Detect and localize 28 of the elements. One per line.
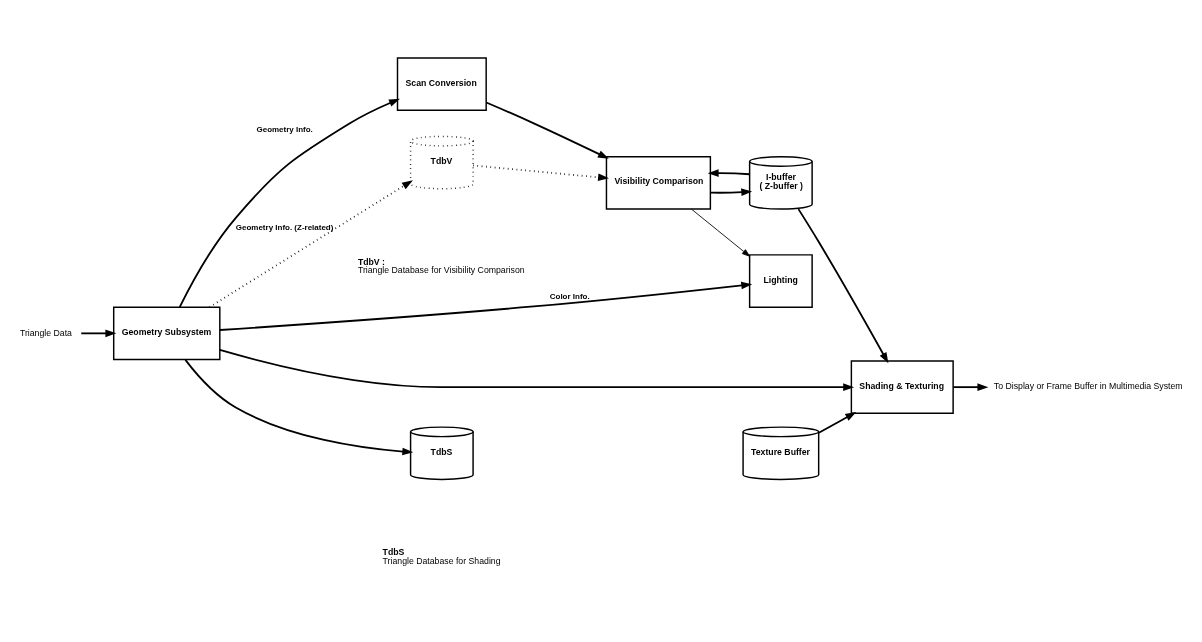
arrow xyxy=(952,383,989,391)
arrow xyxy=(184,358,414,456)
arrow xyxy=(691,208,750,257)
node-text: To Display or Frame Buffer in Multimedia System xyxy=(993,381,1183,392)
node-box: Visibility Comparison xyxy=(605,156,712,210)
arrow xyxy=(218,349,855,391)
edge-label: Geometry Info. xyxy=(256,124,313,134)
arrow xyxy=(797,208,889,364)
arrow xyxy=(208,180,413,308)
edge-label: Geometry Info. (Z-related) xyxy=(235,223,334,233)
node-label: TdbS xyxy=(382,547,405,558)
node-box: Scan Conversion xyxy=(396,57,487,111)
edge-label: Color Info. xyxy=(549,292,590,302)
node-box: Geometry Subsystem xyxy=(112,306,221,361)
arrow xyxy=(80,329,117,338)
arrow xyxy=(707,169,751,177)
arrow xyxy=(472,164,609,182)
node-box: Lighting xyxy=(748,254,813,308)
arrow xyxy=(178,98,400,309)
node-label: Triangle Database for Shading xyxy=(382,556,501,567)
arrow xyxy=(709,188,753,196)
node-label: TdbV : xyxy=(357,256,386,267)
arrow xyxy=(818,412,857,434)
node-label: Triangle Database for Visibility Comparison xyxy=(357,265,525,276)
node-text: Triangle Data xyxy=(19,327,72,338)
arrow xyxy=(219,281,753,331)
node-box: Shading & Texturing xyxy=(850,360,954,415)
arrow xyxy=(485,101,609,159)
